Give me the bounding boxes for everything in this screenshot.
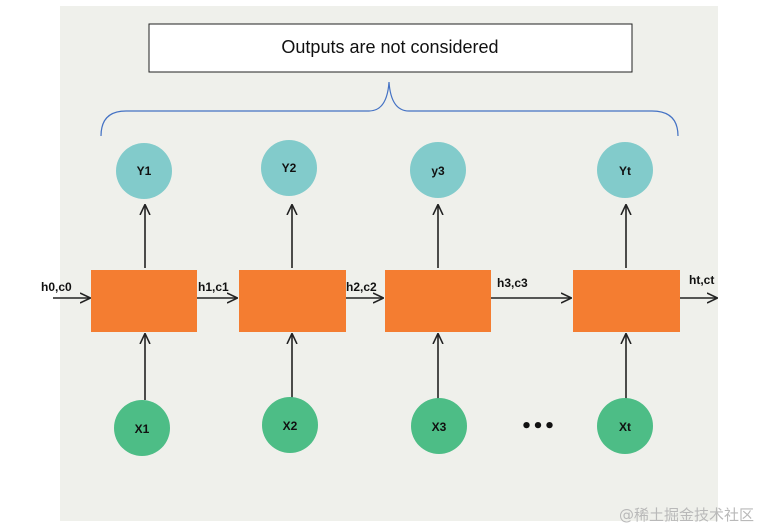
output-label-t: Yt [619, 164, 631, 178]
output-node-t [597, 142, 653, 198]
input-label-1: X1 [135, 422, 150, 436]
state-label-h0c0: h0,c0 [41, 280, 72, 294]
lstm-cell-2: Y2 X2 [239, 140, 346, 453]
lstm-cell-3: y3 X3 [385, 142, 491, 454]
output-label-1: Y1 [137, 164, 152, 178]
header-box [148, 23, 633, 73]
state-label-h2c2: h2,c2 [346, 280, 377, 294]
input-node-t [597, 398, 653, 454]
input-label-t: Xt [619, 420, 631, 434]
cell-box-1 [91, 270, 197, 332]
input-label-3: X3 [432, 420, 447, 434]
output-node-1 [116, 143, 172, 199]
lstm-cell-1: Y1 X1 [91, 143, 197, 456]
output-node-3 [410, 142, 466, 198]
input-node-3 [411, 398, 467, 454]
cell-box-3 [385, 270, 491, 332]
input-label-2: X2 [283, 419, 298, 433]
input-node-2 [262, 397, 318, 453]
cell-box-2 [239, 270, 346, 332]
state-label-h1c1: h1,c1 [198, 280, 229, 294]
cell-box-t [573, 270, 680, 332]
lstm-cell-t: Yt Xt [573, 142, 680, 454]
output-label-3: y3 [431, 164, 445, 178]
state-label-h3c3: h3,c3 [497, 276, 528, 290]
input-node-1 [114, 400, 170, 456]
output-label-2: Y2 [282, 161, 297, 175]
header-text: Outputs are not considered [281, 37, 498, 57]
outputs-brace [100, 81, 679, 137]
state-label-htct: ht,ct [689, 273, 714, 287]
output-node-2 [261, 140, 317, 196]
watermark: @稀土掘金技术社区 [618, 506, 754, 524]
ellipsis: ••• [521, 416, 556, 437]
